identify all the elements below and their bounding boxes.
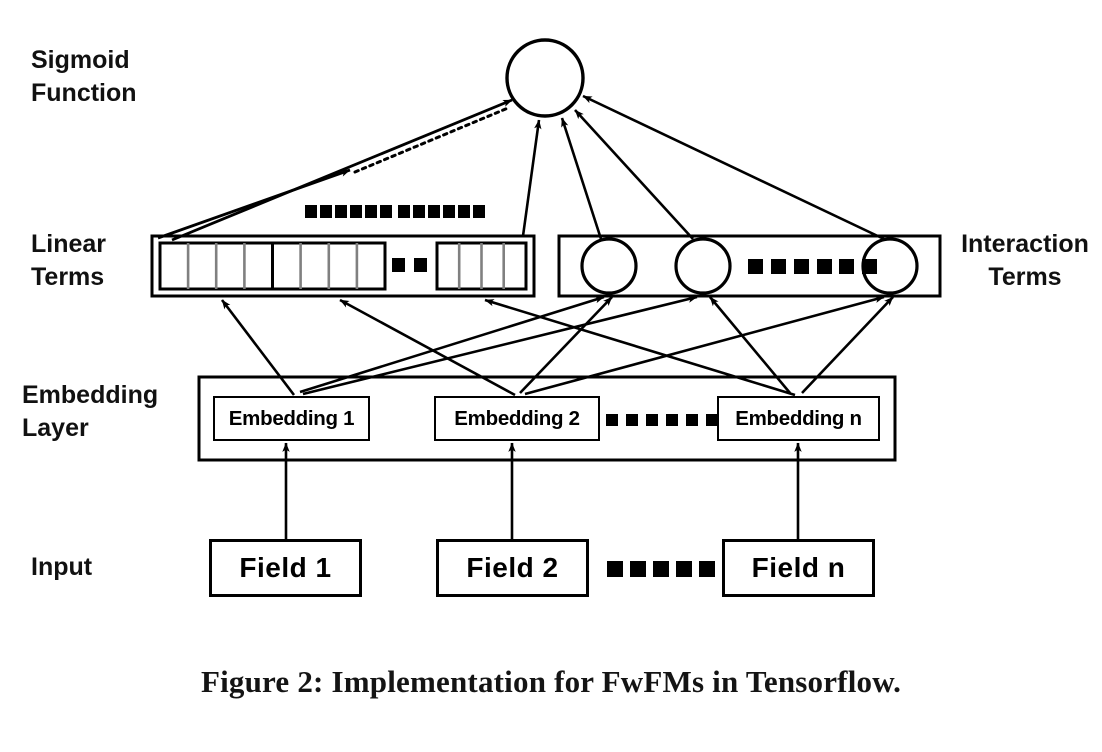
arrow-interactionn-to-sigmoid xyxy=(582,94,885,241)
arrow-embedding2-to-interactionn xyxy=(524,295,885,396)
label-input: Input xyxy=(31,553,93,581)
arrow-interaction2-to-sigmoid xyxy=(574,109,694,240)
arrow-embedding2-to-interaction1 xyxy=(519,296,613,394)
label-linear-terms: Linear Terms xyxy=(31,230,107,291)
arrow-linear-right-to-sigmoid xyxy=(521,119,542,237)
sigmoid-node xyxy=(505,38,585,118)
embedding-box-1[interactable]: Embedding 1 xyxy=(213,396,370,441)
arrow-embedding1-to-interaction2 xyxy=(302,295,698,396)
arrow-embedding1-to-interaction1 xyxy=(299,295,605,394)
input-layer-ellipsis xyxy=(607,561,738,577)
dotted-connector-linear-to-sigmoid xyxy=(353,106,510,174)
arrow-linear-to-sigmoid-b xyxy=(157,168,351,240)
linear-terms-cell-group-right xyxy=(435,241,528,291)
embedding-box-2[interactable]: Embedding 2 xyxy=(434,396,600,441)
arrow-linear-to-sigmoid-a xyxy=(171,98,513,242)
interaction-node-2 xyxy=(674,237,732,295)
arrow-embeddingn-to-interactionn xyxy=(801,296,894,394)
embedding-layer-ellipsis xyxy=(606,414,718,426)
interaction-node-1 xyxy=(580,237,638,295)
interaction-terms-ellipsis xyxy=(748,259,877,274)
linear-terms-cell-group-left xyxy=(158,241,387,291)
embedding-box-n[interactable]: Embedding n xyxy=(717,396,880,441)
figure-caption: Figure 2: Implementation for FwFMs in Te… xyxy=(200,664,902,699)
arrow-embeddingn-to-linear xyxy=(484,298,796,397)
label-sigmoid-function: Sigmoid Function xyxy=(31,46,137,107)
label-interaction-terms: Interaction Terms xyxy=(961,230,1089,291)
linear-terms-ellipsis xyxy=(392,258,427,272)
arrow-interaction1-to-sigmoid xyxy=(560,117,603,240)
arrow-embedding1-to-linear xyxy=(220,299,296,396)
field-box-n[interactable]: Field n xyxy=(722,539,875,597)
field-box-1[interactable]: Field 1 xyxy=(209,539,362,597)
arrow-embedding2-to-linear xyxy=(339,298,516,397)
linear-terms-top-dots xyxy=(305,205,485,218)
arrow-embeddingn-to-interaction2 xyxy=(709,296,791,394)
label-embedding-layer: Embedding Layer xyxy=(22,381,159,442)
field-box-2[interactable]: Field 2 xyxy=(436,539,589,597)
